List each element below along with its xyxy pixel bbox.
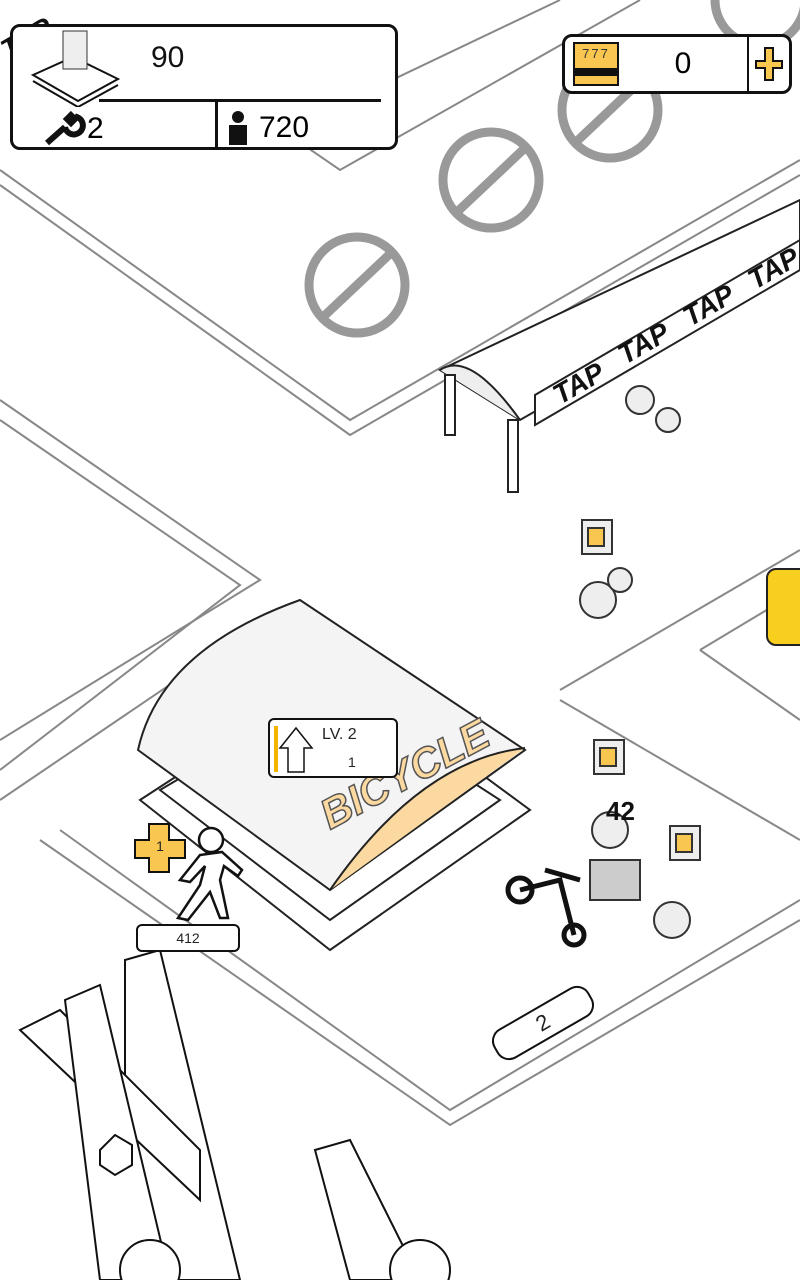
side-panel-tab[interactable] [766,568,800,646]
worker-count-label: 412 [136,924,240,952]
currency-value: 0 [674,47,692,80]
stats-panel: 90 2 720 [10,24,398,150]
tap-station[interactable]: TAP TAP TAP TAP TAP [0,11,800,493]
population-stat: 720 [227,111,309,145]
road-lines [0,0,800,1127]
add-currency-button[interactable] [747,37,789,91]
plus-icon [755,47,783,81]
currency-panel: 777 0 [562,34,792,94]
slot-label: 777 [582,46,610,61]
person-icon [229,111,247,145]
add-worker-count: 1 [156,838,164,854]
arrow-up-icon [278,726,314,773]
stack-count: 42 [606,796,635,826]
slot-machine-icon: 777 [573,42,619,86]
tools-stat: 2 [43,111,104,147]
wrench-icon [45,111,86,146]
upgrade-cost: 1 [348,754,356,770]
worker-figure[interactable] [175,826,244,922]
population-value: 720 [259,111,310,144]
cash-stack-icon [30,30,121,107]
foreground-structure [18,948,451,1280]
add-worker-button[interactable]: 1 [133,822,187,874]
divider [215,101,218,147]
divider [99,99,381,102]
bicycle [505,867,587,948]
plus-icon [134,823,186,873]
upgrade-progress [274,726,278,772]
tools-value: 2 [87,112,104,145]
robot-workers [579,385,701,939]
money-value: 90 [151,41,185,74]
level-label: LV. 2 [322,726,357,743]
upgrade-button[interactable]: LV. 2 1 [268,718,398,778]
